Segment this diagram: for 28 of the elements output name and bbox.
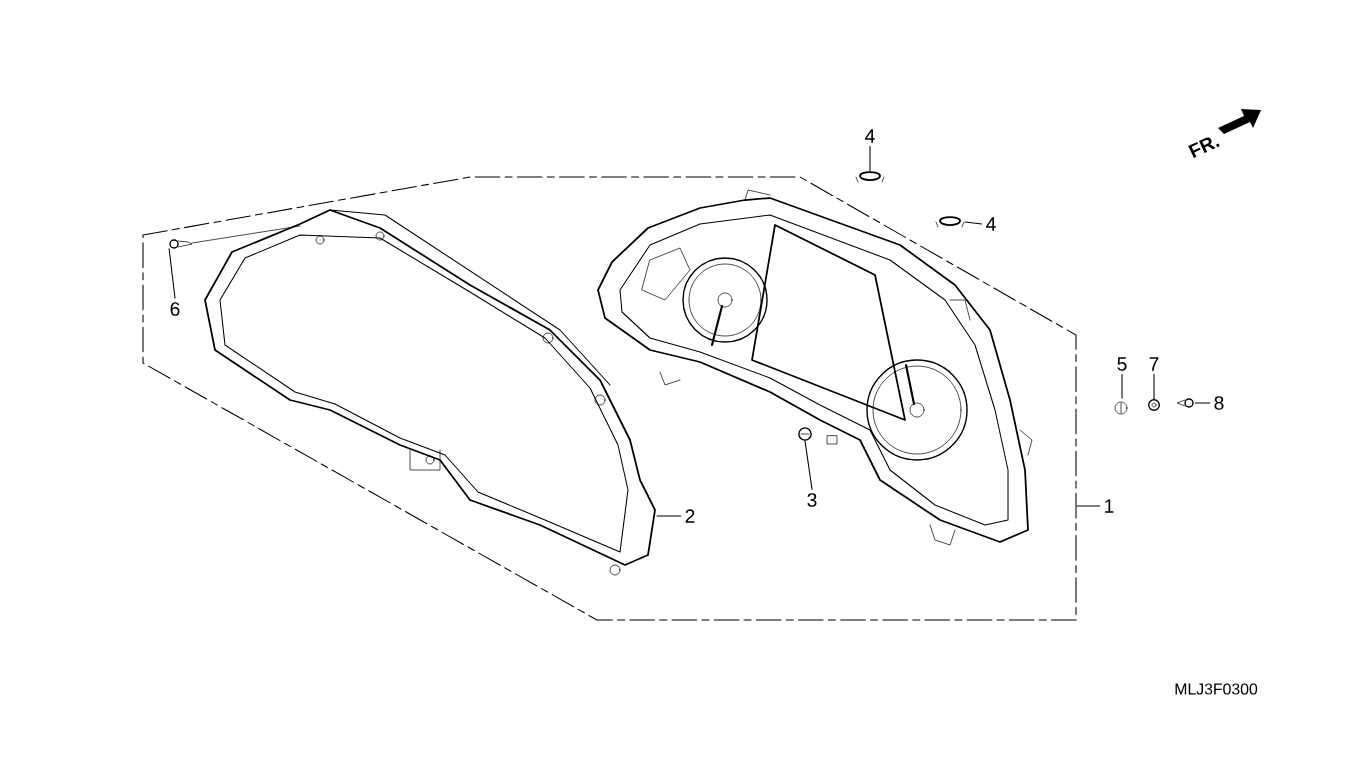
leader-line (168, 248, 176, 299)
callout-number: 1 (1105, 499, 1114, 513)
callout-number: 5 (1117, 357, 1127, 371)
leader-line (804, 440, 813, 490)
grommet-drawing (935, 216, 965, 228)
grommet-drawing (1114, 401, 1128, 415)
screw-drawing (1176, 398, 1194, 408)
screw-drawing (169, 225, 301, 249)
leader-line (1121, 374, 1123, 399)
leader-line (656, 515, 682, 517)
leader-line (1153, 374, 1155, 400)
leader-line (869, 146, 871, 172)
callout-number: 4 (986, 217, 996, 231)
callout-number: 4 (865, 129, 875, 143)
leader-line (1076, 505, 1101, 507)
knob-drawing (798, 427, 838, 445)
drawing-code: MLJ3F0300 (1175, 683, 1258, 695)
callout-number: 7 (1149, 357, 1159, 371)
direction-label: FR. (1188, 137, 1220, 159)
callout-number: 8 (1214, 396, 1224, 410)
grommet-drawing (855, 171, 885, 183)
callout-number: 2 (685, 509, 695, 523)
callout-number: 3 (807, 493, 817, 507)
leader-line (1194, 402, 1211, 404)
leader-line (964, 221, 983, 225)
lens-cover-drawing (204, 209, 656, 576)
callout-number: 6 (170, 302, 180, 316)
washer-drawing (1148, 399, 1160, 411)
